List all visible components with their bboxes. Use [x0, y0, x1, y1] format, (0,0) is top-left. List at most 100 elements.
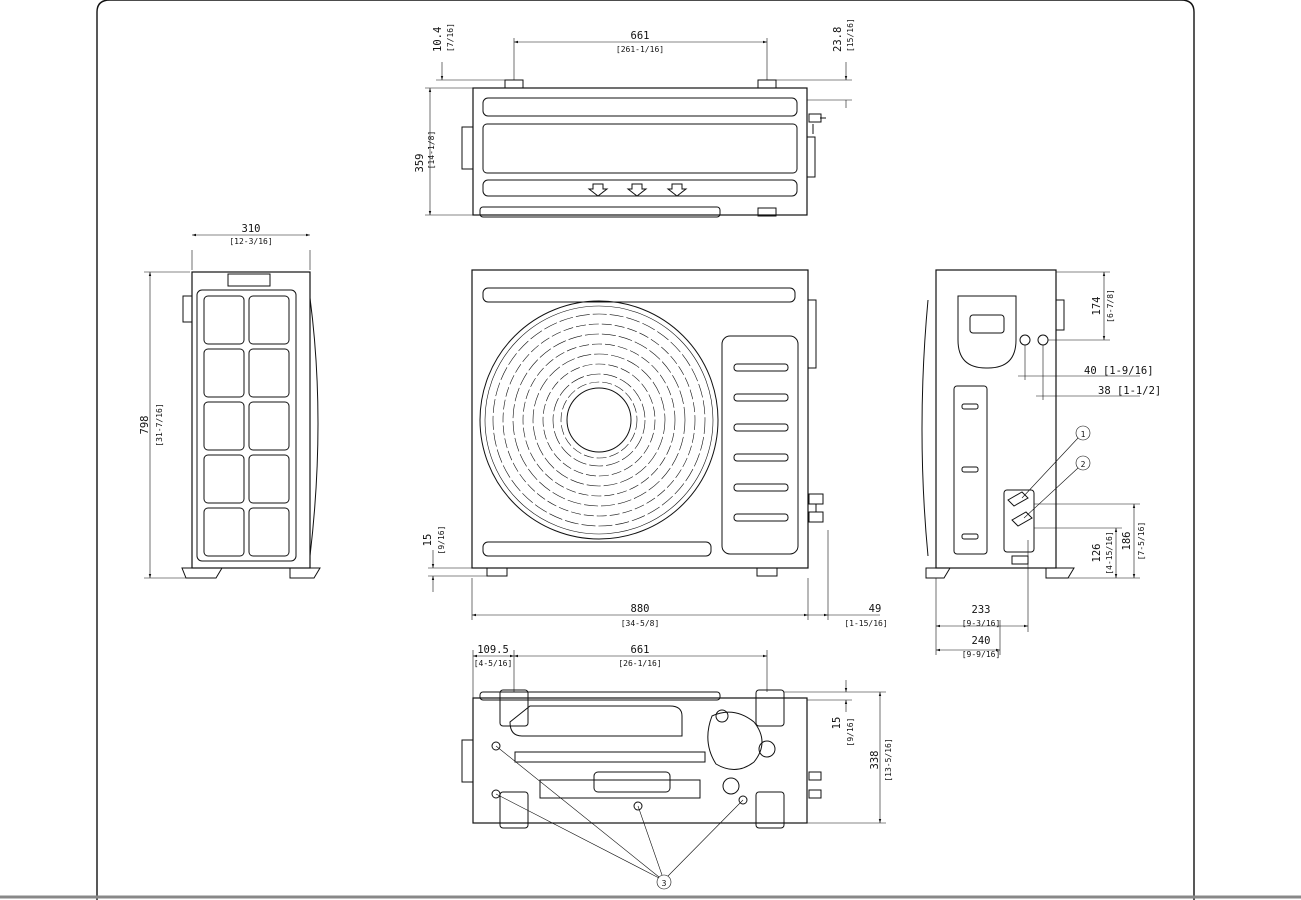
top-view-foot	[504, 79, 524, 89]
right-view-handle-side	[1055, 299, 1065, 331]
bottom-left-offset-label: 109.5	[477, 644, 509, 656]
right-depth-1-sub: [9-3/16]	[962, 619, 1001, 628]
fan-ring	[522, 343, 676, 497]
louver-slot	[733, 453, 789, 462]
right-valve-height-1-sub: [7-5/16]	[1137, 522, 1146, 561]
right-view-fan-guard	[921, 299, 929, 557]
left-width-sub: [12-3/16]	[229, 237, 272, 246]
grille-cell	[248, 454, 290, 504]
louver-slot	[733, 363, 789, 372]
bottom-view-channel	[514, 751, 706, 763]
bottom-width-label: 661	[631, 644, 650, 656]
right-view-louver	[961, 533, 979, 540]
right-depth-2-sub: [9-9/16]	[962, 650, 1001, 659]
fan-ring	[552, 373, 646, 467]
right-view-handle	[969, 314, 1005, 334]
right-view-handle-recess	[957, 295, 1017, 369]
callout-leader	[495, 745, 660, 878]
airflow-arrow-icon	[587, 183, 609, 197]
bottom-depth-label: 338	[869, 751, 881, 770]
top-view: 661 [261-1/16] 10.4 [7/16] 23.8 [15/16] …	[414, 18, 855, 218]
left-view-body	[191, 271, 311, 569]
fan-ring	[532, 353, 666, 487]
front-width-sub: [34-5/8]	[621, 619, 660, 628]
front-view-louvers	[733, 363, 789, 522]
front-view: 880 [34-5/8] 49 [1-15/16] 15 [9/16]	[422, 269, 888, 628]
bottom-view-foot	[499, 791, 529, 829]
right-valve-height-1-label: 186	[1121, 532, 1133, 551]
grille-cell	[203, 507, 245, 557]
service-valve-icon	[808, 493, 824, 523]
front-foot-gap-label: 15	[422, 534, 434, 547]
top-depth-sub: [14-1/8]	[427, 131, 436, 170]
mount-hole-icon	[758, 740, 776, 758]
top-view-slot-lower	[482, 179, 798, 197]
fan-guard-icon	[479, 300, 719, 540]
callout-bubble-1	[1075, 425, 1091, 441]
grille-cell	[248, 348, 290, 398]
top-depth-label: 359	[414, 154, 426, 173]
drain-hole-icon	[491, 789, 501, 799]
right-top-to-port-sub: [6-7/8]	[1106, 289, 1115, 323]
front-valve-label: 49	[869, 603, 882, 615]
left-view-handle	[227, 273, 271, 287]
right-side-view: 1 2 174 [6-7/8] 40 [1-9/16] 38 [1-1/2] 1…	[921, 269, 1161, 659]
top-right-offset-label: 23.8	[832, 27, 844, 52]
right-valve-height-2-sub: [4-15/16]	[1105, 531, 1114, 574]
fan-ring	[502, 323, 696, 517]
bottom-view-compressor-mount	[707, 711, 763, 770]
top-view-guard	[479, 206, 721, 218]
left-height-sub: [31-7/16]	[155, 403, 164, 446]
bottom-view-guard	[479, 691, 721, 701]
right-view-louver	[961, 403, 979, 410]
top-view-grille	[482, 123, 798, 174]
right-view-louver-frame	[953, 385, 988, 555]
right-depth-2-label: 240	[972, 635, 991, 647]
grille-cell	[248, 507, 290, 557]
fan-ring	[512, 333, 686, 507]
left-view-foot	[289, 567, 321, 579]
front-view-side-panel	[721, 335, 799, 555]
bottom-edge-offset-sub: [9/16]	[846, 718, 855, 747]
bottom-width-sub: [26-1/16]	[618, 659, 661, 668]
callout-2-label: 2	[1081, 460, 1086, 469]
callout-1-label: 1	[1081, 430, 1086, 439]
mount-hole-icon	[722, 777, 740, 795]
front-foot-gap-sub: [9/16]	[437, 526, 446, 555]
top-right-offset-sub: [15/16]	[846, 18, 855, 52]
top-view-slot-upper	[482, 97, 798, 117]
louver-slot	[733, 513, 789, 522]
top-view-foot	[757, 79, 777, 89]
left-side-view: 310 [12-3/16] 798 [31-7/16]	[139, 223, 321, 579]
top-left-offset-sub: [7/16]	[446, 23, 455, 52]
bottom-view-channel	[539, 779, 701, 799]
service-valve-icon	[1007, 491, 1033, 527]
right-depth-1-label: 233	[972, 604, 991, 616]
bottom-left-offset-sub: [4-5/16]	[474, 659, 513, 668]
front-view-top-slot	[482, 287, 796, 303]
front-width-label: 880	[631, 603, 650, 615]
front-view-foot	[756, 567, 778, 577]
service-valve-icon	[808, 113, 826, 134]
airflow-arrow-icon	[626, 183, 648, 197]
top-left-offset-label: 10.4	[432, 27, 444, 52]
top-view-handle	[461, 126, 474, 170]
bottom-view-body	[472, 697, 808, 824]
drain-hole-icon	[491, 741, 501, 751]
front-view-valve-cover	[807, 299, 817, 369]
callout-leader	[667, 799, 744, 877]
fan-guard-inner	[484, 305, 714, 535]
louver-slot	[733, 483, 789, 492]
bottom-view-foot	[755, 791, 785, 829]
grille-cell	[203, 348, 245, 398]
louver-slot	[733, 393, 789, 402]
mount-hole-icon	[715, 709, 729, 723]
left-view-grille-frame	[196, 289, 297, 562]
drain-hole-icon	[738, 795, 748, 805]
right-view-body	[935, 269, 1057, 569]
fan-ring	[492, 313, 706, 527]
right-top-to-port-label: 174	[1091, 297, 1103, 316]
right-port-b-label: 38 [1-1/2]	[1098, 385, 1161, 397]
callout-leader	[1021, 437, 1079, 499]
